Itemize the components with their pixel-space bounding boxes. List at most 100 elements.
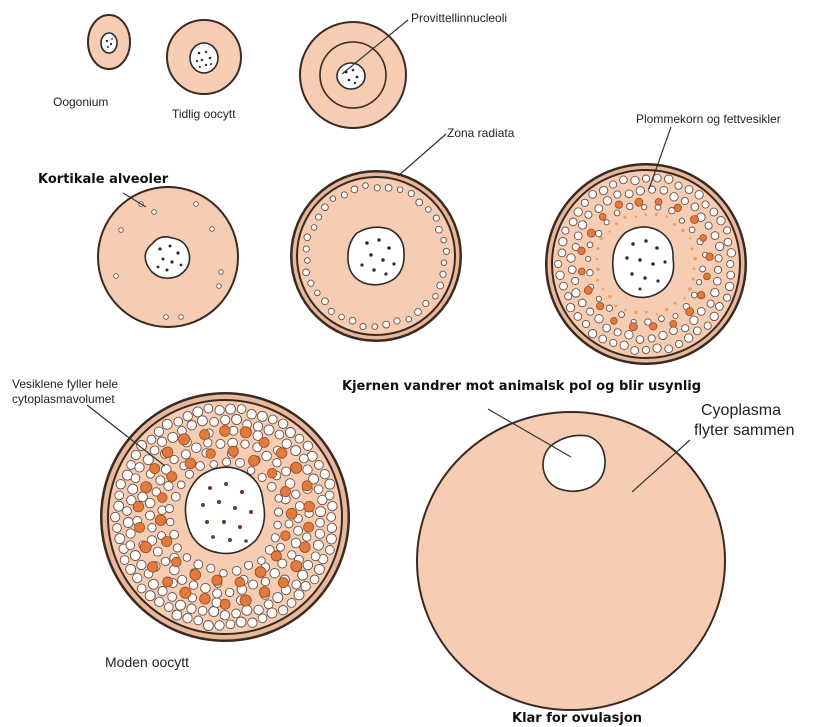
tiny-granule [692,278,695,281]
yolk-granule [587,229,595,237]
vesicle [165,505,173,513]
vesicle [113,524,122,533]
tiny-granule [635,216,637,218]
vesicle [679,218,684,223]
vesicle [578,221,586,229]
vesicle [242,605,252,615]
vesicle [155,597,164,606]
vesicle [192,443,202,453]
vesicle [264,600,273,609]
tiny-granule [644,213,647,216]
vesicle [303,560,312,569]
vesicle [137,560,146,569]
vesicle [153,547,162,556]
vesicle [581,199,588,206]
vesicle [315,461,324,470]
vesicle [441,260,447,266]
early-oocyte-nucleus [190,43,218,73]
vesicle [173,544,181,552]
yolk-granule [140,542,151,553]
vesicle [278,419,287,428]
vesicle [275,495,283,503]
tiny-granule [684,297,686,299]
vesicle [385,184,392,191]
vesicle [631,347,639,355]
label-plommekorn: Plommekorn og fettvesikler [636,112,781,126]
tiny-granule [681,229,685,233]
tiny-granule [688,287,692,291]
vesicle [148,579,158,589]
vesicle [697,280,702,285]
vesicle [158,587,167,596]
yolk-granule [304,522,314,532]
yolk-granule [615,201,622,208]
vesicle [115,491,124,500]
vesicle [194,616,203,625]
vesicle [164,603,173,612]
vesicle [322,298,329,305]
vesicle [566,303,574,311]
vesicle [614,329,621,336]
vesicle [215,406,224,415]
tiny-granule [608,295,612,299]
vesicle [681,197,688,204]
vesicle [724,227,731,234]
vesicle [314,564,324,574]
label-moden-oocytt: Moden oocytt [105,654,189,670]
vesicle [560,282,568,290]
leader-zona-radiata [398,134,446,176]
vesicle [172,610,182,620]
vesicle [727,271,735,279]
yolk-granule [249,455,260,466]
vesicle [631,176,639,184]
vesicle [426,207,432,213]
vesicle [257,411,267,421]
vesicle [170,530,179,539]
yolk-granule [206,449,216,459]
yolk-granule [698,292,705,299]
yolk-granule [162,536,172,546]
vesicle [642,205,647,210]
vesicle [161,557,169,565]
vesicle [433,215,439,221]
vesicle [585,211,592,218]
vesicle [273,459,281,467]
vesicle [288,551,296,559]
vesicle [273,593,283,603]
vesicle [599,186,607,194]
vesicle [275,430,284,439]
vesicle [295,502,304,511]
vesicle [627,203,633,209]
vesicle [653,344,661,352]
vesicle [440,271,446,277]
vesicle [700,266,706,272]
vesicle [226,588,234,596]
early-oocyte-cell [167,20,241,94]
vesicle [408,190,414,196]
vesicle [131,474,140,483]
vesicle [131,450,140,459]
vesicle [587,242,593,248]
vesicle [185,470,193,478]
tiny-granule [656,313,658,315]
yolk-granule [300,542,311,553]
vesicle [258,614,267,623]
yolk-granule [148,562,159,573]
vesicle [614,191,621,198]
vesicle [574,208,582,216]
yolk-granule [629,323,637,331]
vesicle [294,590,304,600]
vesicle [702,201,709,208]
vesicle [394,318,400,324]
yolk-granule [611,317,618,324]
vesicle [148,524,156,532]
tiny-granule [645,311,648,314]
vesicle [254,605,263,614]
vesicle [204,404,213,413]
yolk-granule [706,253,713,260]
vesicle [724,294,731,301]
yolk-granule [240,595,251,606]
yolk-granule [635,198,643,206]
vesicle [316,518,325,527]
